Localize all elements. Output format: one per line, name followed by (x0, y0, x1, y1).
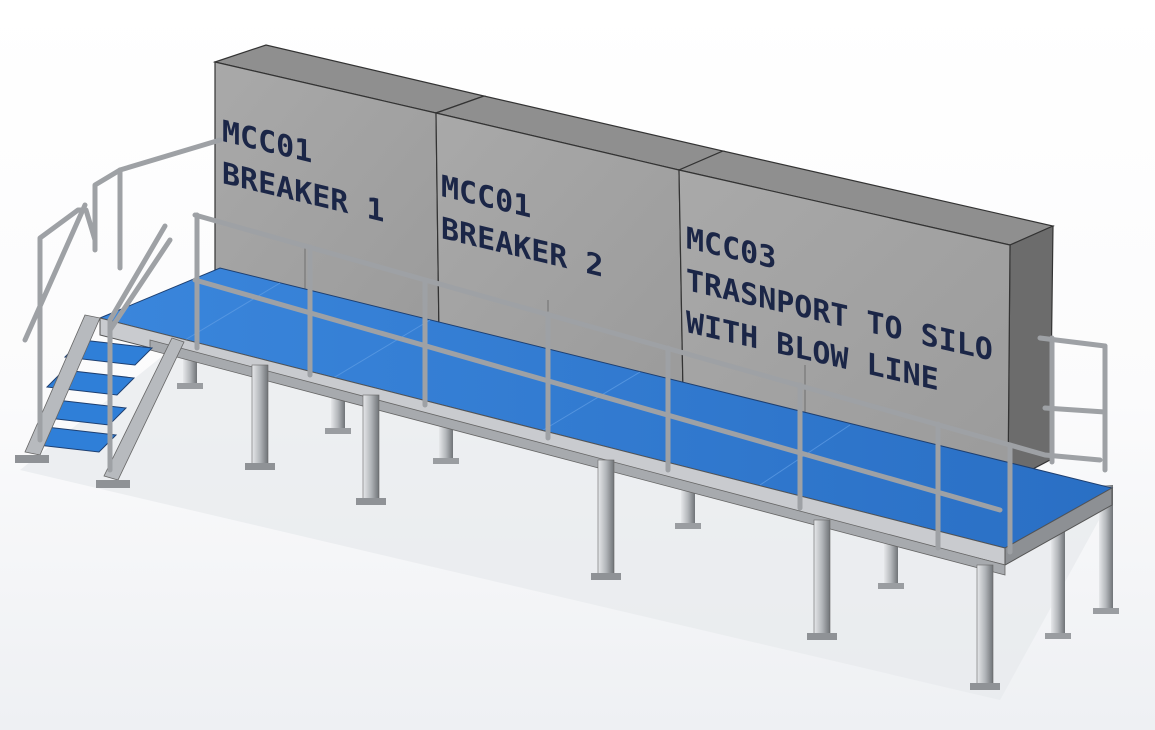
stair-handrails (22, 137, 223, 473)
stair-footplates (15, 455, 130, 488)
cabinet-3-side (1007, 225, 1054, 483)
ground-shadow (20, 350, 1110, 700)
stair (15, 137, 223, 488)
back-railing (1037, 335, 1108, 473)
front-legs (245, 364, 1000, 690)
front-railing (192, 212, 1103, 555)
